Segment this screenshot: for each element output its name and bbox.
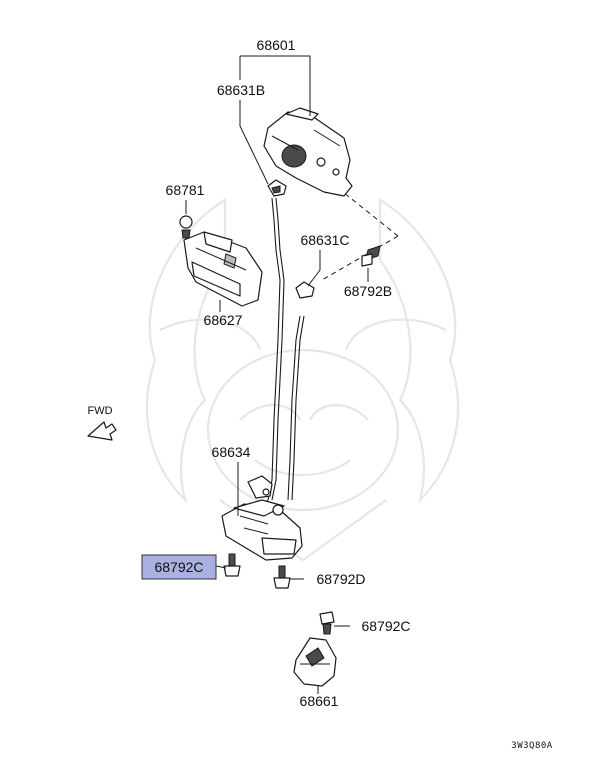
part-screw-actuator <box>361 245 381 267</box>
part-bumper <box>179 215 193 239</box>
leader-bolt-left <box>215 565 227 569</box>
label-68634[interactable]: 68634 <box>212 444 251 460</box>
leader-clip-upper <box>239 100 269 185</box>
dashed-line-actuator-screw <box>337 187 399 237</box>
label-68627[interactable]: 68627 <box>204 312 243 328</box>
part-striker <box>293 637 337 687</box>
part-clip-upper <box>267 179 287 197</box>
fwd-label: FWD <box>87 405 112 417</box>
dashed-line-screw-clip <box>321 235 399 281</box>
part-lock-actuator <box>263 107 353 197</box>
control-rod-lower <box>287 315 305 501</box>
diagram-code: 3W3Q80A <box>511 741 553 751</box>
part-bolt-left <box>223 553 241 577</box>
label-68631B[interactable]: 68631B <box>217 82 265 98</box>
forward-arrow-icon <box>87 421 117 441</box>
highlight-box[interactable] <box>141 554 217 580</box>
label-68792C-left[interactable]: 68792C <box>154 559 203 575</box>
label-68631C[interactable]: 68631C <box>300 232 349 248</box>
label-68792B[interactable]: 68792B <box>344 283 392 299</box>
label-68792D[interactable]: 68792D <box>316 571 365 587</box>
watermark-emblem <box>145 198 460 562</box>
label-68601[interactable]: 68601 <box>257 37 296 53</box>
part-bolt-striker <box>319 611 335 635</box>
part-bolt-latch <box>273 565 291 589</box>
leader-lock-actuator <box>239 55 311 116</box>
part-latch <box>221 475 303 561</box>
label-68661[interactable]: 68661 <box>300 693 339 709</box>
leader-clip-lower <box>307 250 321 287</box>
label-68781[interactable]: 68781 <box>166 182 205 198</box>
part-handle <box>183 231 263 307</box>
part-clip-lower <box>295 281 315 299</box>
label-68792C-striker[interactable]: 68792C <box>361 618 410 634</box>
